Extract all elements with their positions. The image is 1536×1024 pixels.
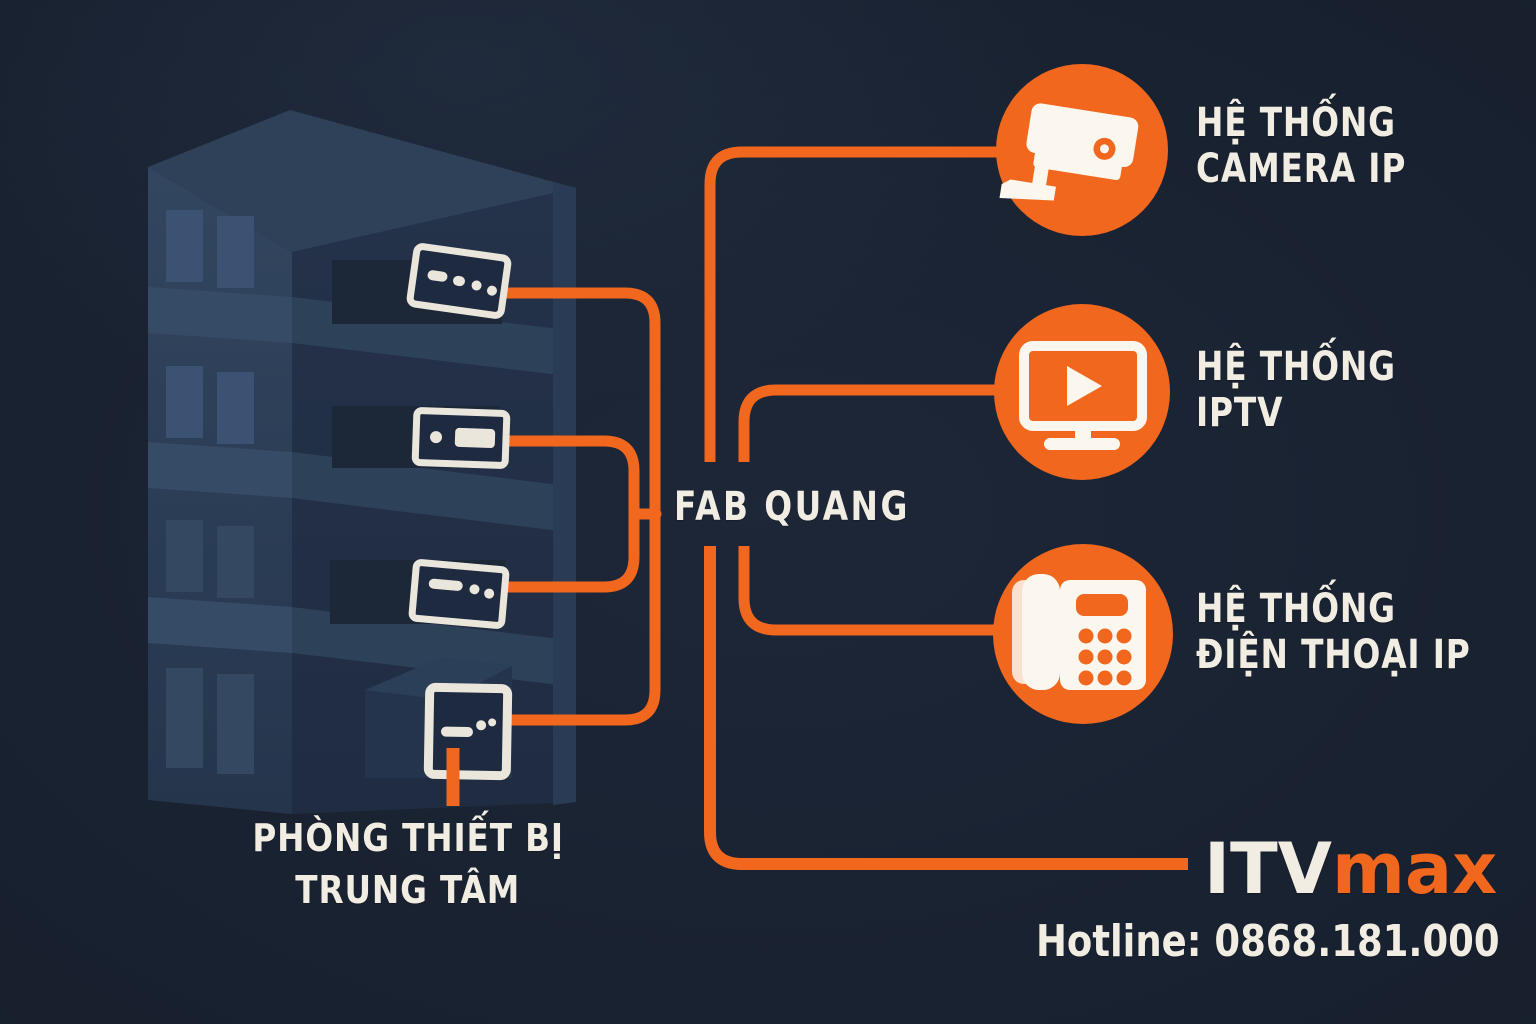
device-central-box [423, 682, 513, 781]
device-switch-3 [408, 559, 510, 629]
brand-logo-max: max [1331, 828, 1498, 910]
device-switch-2 [411, 407, 511, 469]
cable-to-camera [704, 146, 998, 462]
cable-to-brand [704, 546, 1188, 870]
brand-logo-itv: ITV [1204, 828, 1332, 910]
iptv-label-line1: HỆ THỐNG [1196, 344, 1396, 390]
desk-phone-icon [1012, 574, 1146, 690]
label-phone-system: HỆ THỐNG ĐIỆN THOẠI IP [1196, 586, 1531, 678]
camera-label-line2: CAMERA IP [1196, 146, 1407, 192]
fiber-cables [500, 146, 1188, 870]
label-camera-system: HỆ THỐNG CAMERA IP [1196, 100, 1452, 192]
building-corner-edge [553, 182, 576, 805]
cable-to-iptv [738, 384, 998, 462]
system-node-phone [993, 544, 1173, 724]
brand-logo: ITVmax [1204, 828, 1497, 910]
room-label-line2: TRUNG TÂM [295, 868, 521, 912]
building-windows [166, 210, 254, 774]
building-illustration [148, 110, 576, 814]
cable-to-phone [738, 546, 998, 636]
cctv-camera-icon [999, 103, 1139, 201]
phone-label-line1: HỆ THỐNG [1196, 586, 1396, 632]
phone-label-line2: ĐIỆN THOẠI IP [1196, 632, 1471, 678]
hotline: Hotline: 0868.181.000 [1036, 916, 1536, 967]
building-top-face [148, 110, 576, 252]
label-iptv-system: HỆ THỐNG IPTV [1196, 344, 1440, 436]
cable-switch1-to-box [500, 287, 661, 726]
iptv-label-line2: IPTV [1196, 390, 1284, 436]
device-switch-1 [406, 243, 512, 319]
hub-label-text: FAB QUANG [674, 484, 910, 530]
room-label-line1: PHÒNG THIẾT BỊ [252, 816, 564, 860]
camera-label-line1: HỆ THỐNG [1196, 100, 1396, 146]
room-label: PHÒNG THIẾT BỊ TRUNG TÂM [198, 812, 618, 916]
iptv-monitor-icon [1019, 341, 1147, 450]
system-node-camera [996, 64, 1168, 236]
system-node-iptv [994, 304, 1170, 480]
hub-label: FAB QUANG [674, 484, 962, 530]
hotline-text: Hotline: 0868.181.000 [1036, 916, 1500, 967]
